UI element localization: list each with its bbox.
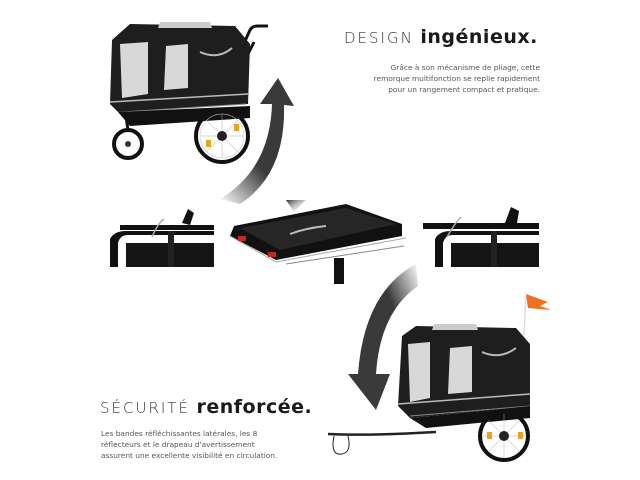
securite-desc-line: Les bandes réfléchissantes latérales, le… [101,429,258,438]
securite-title-bold: renforcée. [196,396,313,418]
design-desc-line: remorque multifonction se replie rapidem… [373,74,540,83]
securite-desc-line: réflecteurs et le drapeau d'avertissemen… [101,440,255,449]
fold-arrow-down-icon [346,262,420,412]
fold-arrow-up-icon [210,74,300,204]
design-desc-line: pour un rangement compact et pratique. [388,85,540,94]
securite-desc-line: assurent une excellente visibilité en ci… [101,451,278,460]
hinge-detail-right-image [423,205,539,267]
hinge-detail-left-image [106,205,214,267]
design-desc-line: Grâce à son mécanisme de pliage, cette [390,63,540,72]
trailer-folded-image [226,200,412,286]
design-description: Grâce à son mécanisme de pliage, cette r… [340,62,540,95]
trailer-stroller-mode-image [100,12,280,167]
securite-title: SÉCURITÉ renforcée. [100,396,312,418]
trailer-bike-mode-image [326,286,550,466]
securite-description: Les bandes réfléchissantes latérales, le… [101,428,321,461]
securite-title-light: SÉCURITÉ [100,399,190,417]
design-title-bold: ingénieux. [420,26,538,48]
design-title: DESIGN ingénieux. [344,26,538,48]
design-title-light: DESIGN [344,29,414,47]
